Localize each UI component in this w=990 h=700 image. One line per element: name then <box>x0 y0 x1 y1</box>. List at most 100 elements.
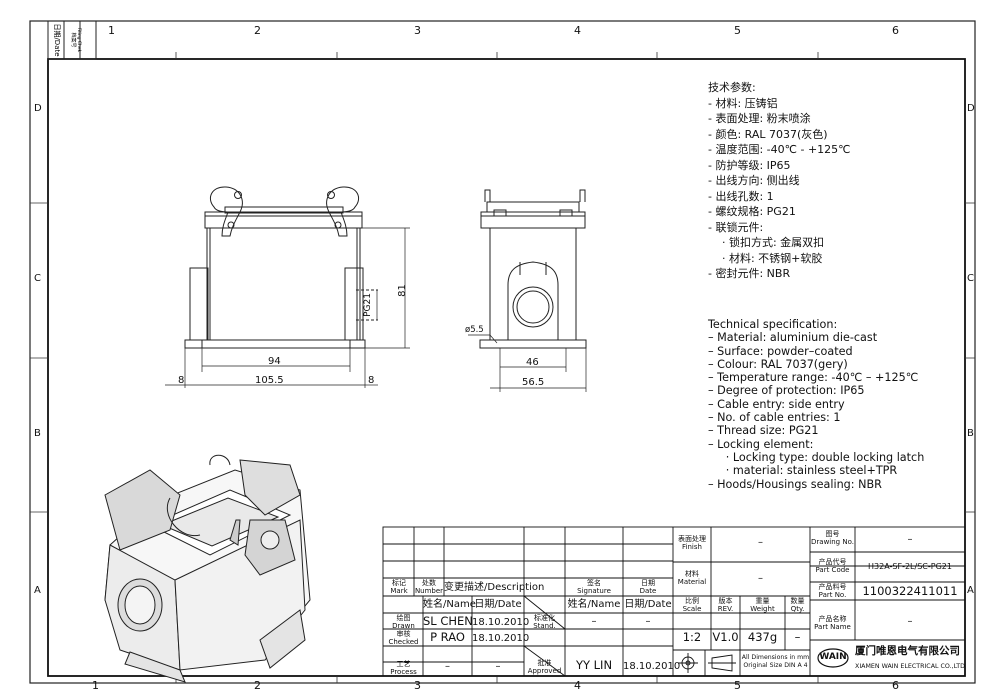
spec-cn-title: 技术参数: <box>708 81 756 94</box>
tb-stand-label: 标准化 Stand. <box>533 614 556 630</box>
dim-hole-dia: ø5.5 <box>465 325 484 335</box>
col-label-bottom-5: 5 <box>734 679 741 692</box>
tb-part-code-value: H32A-SF-2L/SC-PG21 <box>868 562 952 571</box>
spec-cn-line: - 出线孔数: 1 <box>708 189 774 203</box>
front-housing-body <box>206 227 361 341</box>
row-label-a-right: A <box>967 585 974 596</box>
spec-cn-line: - 颜色: RAL 7037(灰色) <box>708 127 828 141</box>
dim-front-margin-right: 8 <box>368 375 375 386</box>
spec-cn-line: · 材料: 不锈钢+软胶 <box>708 251 823 265</box>
tb-weight-label: 重量 Weight <box>750 597 775 613</box>
front-view <box>184 186 378 349</box>
dim-front-outer-width: 105.5 <box>255 375 284 386</box>
dim-front-margin-left: 8 <box>178 375 185 386</box>
tb-part-no-value: 1100322411011 <box>862 584 958 598</box>
dim-side-outer-width: 56.5 <box>522 377 545 388</box>
col-label-bottom-3: 3 <box>414 679 421 692</box>
dim-side-inner-width: 46 <box>526 357 539 368</box>
row-label-b-right: B <box>967 428 974 439</box>
dim-thread: PG21 <box>362 293 373 317</box>
front-base-flange <box>184 339 366 349</box>
spec-en-line: – Hoods/Housings sealing: NBR <box>708 477 882 491</box>
tb-drawn-date: 18.10.2010 <box>472 617 530 628</box>
spec-cn-line: - 防护等级: IP65 <box>708 158 791 172</box>
tb-date-header: 日期 Date <box>639 579 657 595</box>
tb-rev-value: V1.0 <box>712 630 739 644</box>
tb-company-cn: 厦门唯恩电气有限公司 <box>855 645 960 657</box>
col-label-bottom-2: 2 <box>254 679 261 692</box>
tb-process-date: – <box>495 661 501 672</box>
side-entry-boss <box>507 261 559 340</box>
tb-part-name-value: – <box>907 616 913 627</box>
tb-approved-date: 18.10.2010 <box>623 661 681 672</box>
spec-en-line: – Cable entry: side entry <box>708 397 845 411</box>
tb-mark: 标记 Mark <box>390 579 408 595</box>
tb-weight-value: 437g <box>747 630 778 644</box>
col-label-1: 1 <box>108 24 115 37</box>
tb-part-name-label: 产品名称 Part Name <box>814 615 851 631</box>
corner-date-label: 日期/Date <box>53 23 61 56</box>
tb-part-no-label: 产品料号 Part No. <box>818 583 847 599</box>
spec-cn-line: - 联锁元件: <box>708 220 764 234</box>
side-dimensions <box>468 334 587 392</box>
spec-en-line: – Degree of protection: IP65 <box>708 384 865 398</box>
col-label-4: 4 <box>574 24 581 37</box>
tb-approved-label: 批准 Approved <box>527 659 562 675</box>
row-label-d: D <box>34 103 42 114</box>
tb-material-label: 材料 Material <box>677 570 707 586</box>
iso-lever-left-front <box>104 469 181 551</box>
tb-drawing-no-label: 图号 Drawing No. <box>811 530 854 546</box>
side-view <box>479 189 587 349</box>
col-label-bottom-1: 1 <box>92 679 99 692</box>
spec-en-line: – Material: aluminium die-cast <box>708 331 878 345</box>
spec-en-line: – Locking element: <box>708 437 814 451</box>
tb-company-en: XIAMEN WAIN ELECTRICAL CO.,LTD <box>855 663 965 670</box>
dim-front-height: 81 <box>396 284 408 297</box>
title-block-grid <box>382 526 966 677</box>
side-entry-hole-inner <box>516 290 550 324</box>
spec-chinese: 技术参数: - 材料: 压铸铝 - 表面处理: 粉末喷涂 - 颜色: RAL 7… <box>708 80 851 282</box>
spec-en-line: – No. of cable entries: 1 <box>708 411 841 425</box>
spec-en-line: – Colour: RAL 7037(gery) <box>708 357 848 371</box>
side-entry-hole-outer <box>512 286 554 328</box>
tb-process-name: – <box>445 661 450 672</box>
spec-cn-line: - 温度范围: -40℃ - +125℃ <box>708 143 851 156</box>
corner-filing-label: 档案号 <box>70 32 77 47</box>
spec-english: Technical specification: – Material: alu… <box>708 318 924 491</box>
spec-cn-line: - 密封元件: NBR <box>708 267 791 280</box>
front-lever-left <box>210 186 243 237</box>
col-label-bottom-6: 6 <box>892 679 899 692</box>
tb-stand-date: – <box>645 616 651 627</box>
tb-scale-value: 1:2 <box>682 630 702 644</box>
col-label-5: 5 <box>734 24 741 37</box>
spec-en-line: · Locking type: double locking latch <box>708 450 925 464</box>
spec-en-line: · material: stainless steel+TPR <box>708 464 898 478</box>
spec-cn-line: - 表面处理: 粉末喷涂 <box>708 112 811 125</box>
tb-scale-label: 比例 Scale <box>682 597 702 613</box>
spec-cn-line: - 螺纹规格: PG21 <box>708 205 796 218</box>
tb-finish-value: – <box>758 537 763 548</box>
row-label-b: B <box>34 428 41 439</box>
wain-logo <box>817 648 849 668</box>
row-label-c-right: C <box>967 273 974 284</box>
tb-date-header-3: 日期/Date <box>624 599 672 610</box>
row-label-c: C <box>34 273 41 284</box>
tb-name-header: 姓名/Name <box>423 599 476 610</box>
col-label-bottom-4: 4 <box>574 679 581 692</box>
tb-name-header-3: 姓名/Name <box>567 599 621 610</box>
tb-drawn-name: SL CHEN <box>423 614 473 628</box>
tb-company-logo: WAIN <box>819 652 847 662</box>
dim-front-inner-width: 94 <box>268 356 281 367</box>
tb-change-desc: 变更描述/Description <box>444 582 545 593</box>
isometric-view <box>104 454 311 683</box>
row-label-a: A <box>34 585 41 596</box>
tb-finish-label: 表面处理 Finish <box>678 535 706 551</box>
tb-number: 处数 Number <box>414 579 444 595</box>
tb-approved-name: YY LIN <box>575 658 613 672</box>
tb-checked-date: 18.10.2010 <box>472 633 530 644</box>
tb-date-header-2: 日期/Date <box>474 599 522 610</box>
tb-rev-label: 版本 REV. <box>717 597 734 613</box>
side-base-flange <box>479 339 587 349</box>
spec-en-line: – Thread size: PG21 <box>708 424 819 438</box>
tb-drawing-no-value: – <box>907 534 913 545</box>
